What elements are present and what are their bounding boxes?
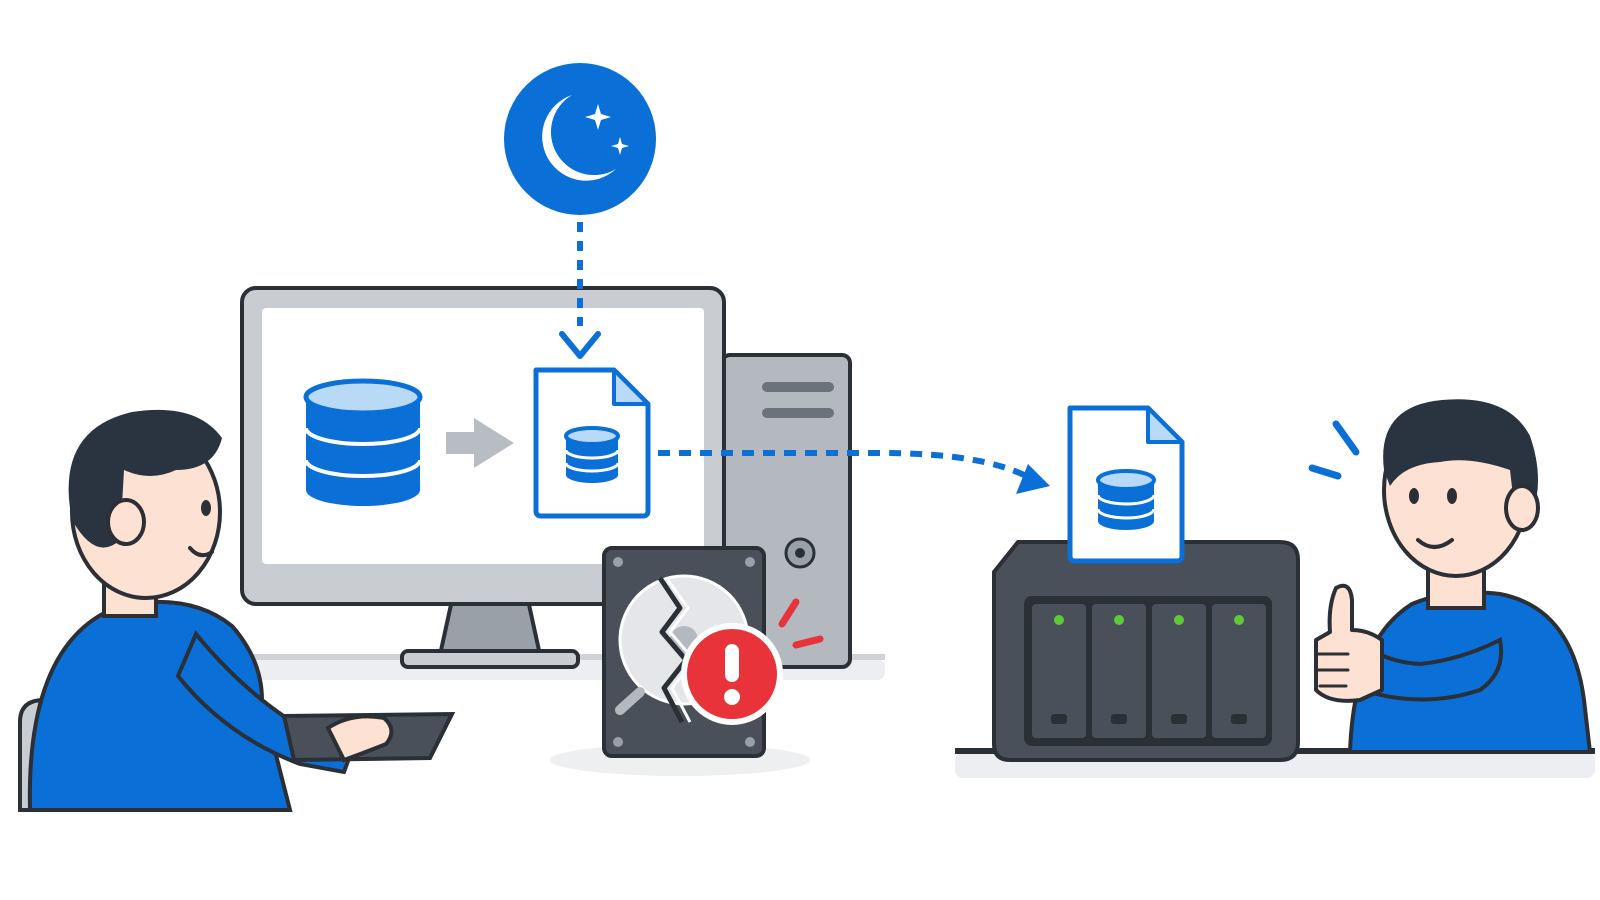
- moon-stars-icon: [504, 63, 656, 215]
- process-arrow-icon: [446, 418, 514, 468]
- file-database-icon: [533, 367, 651, 519]
- nas-server-icon: [992, 540, 1300, 762]
- torso: [27, 600, 293, 812]
- hair: [1383, 399, 1538, 522]
- person-thumbs-up: [1308, 399, 1593, 754]
- excitement-marks: [1308, 420, 1360, 480]
- schedule-arrow: [559, 222, 601, 359]
- hand: [325, 714, 394, 763]
- exclamation-icon: [681, 598, 824, 725]
- hair: [68, 409, 222, 548]
- file-database-icon: [1067, 405, 1185, 564]
- thumbs-up-icon: [1314, 583, 1384, 703]
- drive-bays: [1032, 604, 1266, 738]
- transfer-arrow: [658, 450, 1050, 494]
- person-at-computer: [18, 409, 456, 812]
- arm: [1353, 637, 1503, 702]
- database-icon: [303, 378, 423, 506]
